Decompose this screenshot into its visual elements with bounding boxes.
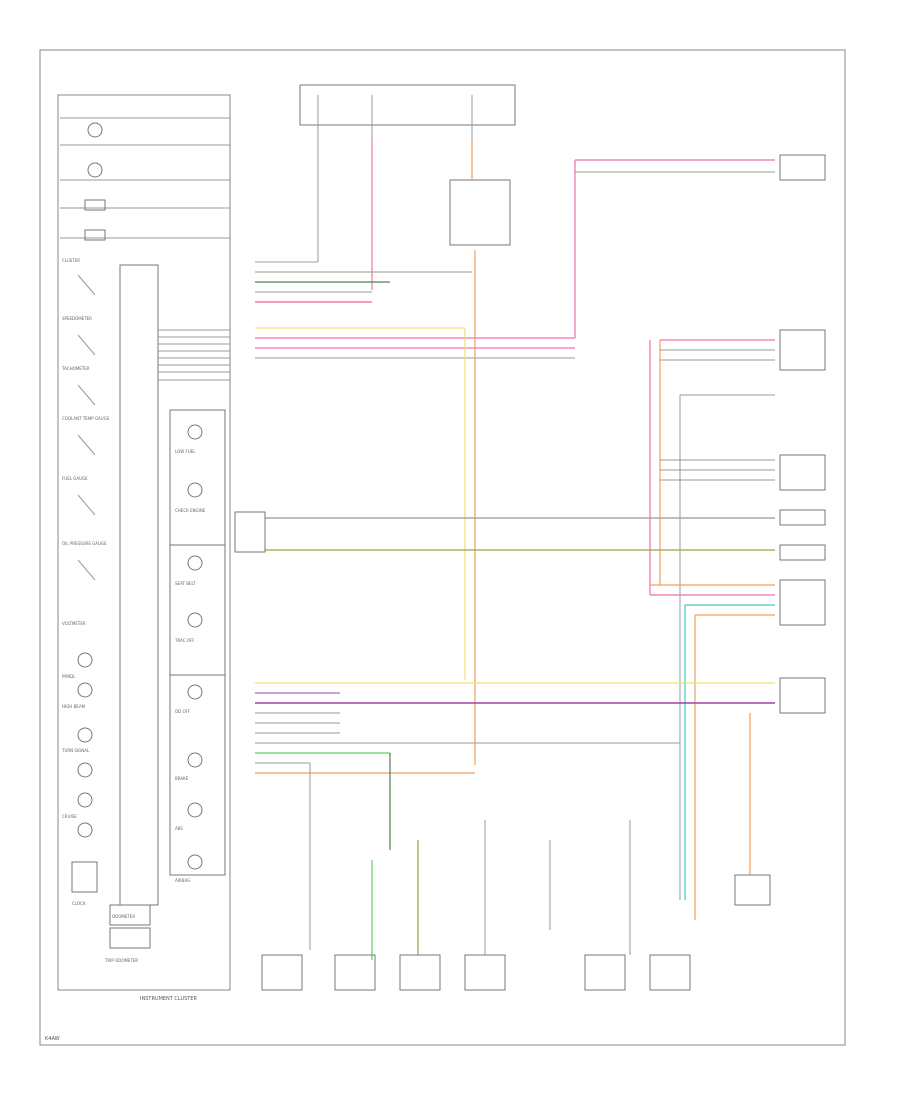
- bottom-components: [261, 874, 771, 991]
- cluster-right-item-5: BRAKE: [175, 776, 189, 781]
- cluster-item-3: COOLANT TEMP GAUGE: [62, 416, 110, 421]
- cluster-right-lamps: LOW FUEL CHECK ENGINE SEAT BELT TRAC OFF…: [169, 409, 226, 883]
- cluster-right-item-1: CHECK ENGINE: [175, 508, 206, 513]
- outer-frame: [39, 49, 846, 1046]
- cluster-right-item-6: ABS: [175, 826, 183, 831]
- cluster-item-7: PRNDL: [62, 674, 76, 679]
- right-connectors: [779, 154, 826, 714]
- cluster-center-module: [119, 264, 159, 906]
- trip-odometer-label: TRIP ODOMETER: [104, 958, 138, 963]
- cluster-item-10: CRUISE: [62, 814, 77, 819]
- sensor-box: [234, 511, 266, 553]
- cluster-item-5: OIL PRESSURE GAUGE: [62, 541, 107, 546]
- cluster-item-9: TURN SIGNAL: [61, 748, 90, 753]
- cluster-frame: [57, 94, 231, 991]
- cluster-item-0: CLUSTER: [62, 258, 80, 263]
- mid-wires: [265, 339, 775, 616]
- cluster-pins: [158, 329, 230, 381]
- top-fuse-block: [299, 84, 516, 140]
- cluster-right-item-3: TRAC OFF: [174, 638, 195, 643]
- cluster-item-6: VOLTMETER: [62, 621, 86, 626]
- odometer-label: ODOMETER: [112, 914, 135, 919]
- cluster-right-item-2: SEAT BELT: [175, 581, 196, 586]
- relay-box: [449, 179, 511, 246]
- cluster-item-2: TACHOMETER: [61, 366, 90, 371]
- trip-odometer-box: [109, 927, 151, 949]
- bottom-drops: [309, 713, 751, 960]
- footer-code: K4AW: [45, 1036, 60, 1042]
- cluster-top-rows: [60, 117, 230, 241]
- right-vertical-wires: [464, 159, 775, 920]
- cluster-item-1: SPEEDOMETER: [62, 316, 92, 321]
- cluster-right-item-4: OD OFF: [175, 709, 191, 714]
- lower-wires: [255, 682, 775, 774]
- odometer-box: [109, 904, 151, 926]
- cluster-left-switches: CLUSTER SPEEDOMETER TACHOMETER COOLANT T…: [61, 258, 110, 626]
- cluster-title: INSTRUMENT CLUSTER: [140, 996, 198, 1002]
- cluster-item-4: FUEL GAUGE: [62, 476, 88, 481]
- cluster-right-item-0: LOW FUEL: [175, 449, 196, 454]
- top-wires: [255, 140, 575, 359]
- cluster-left-lamps: PRNDL HIGH BEAM TURN SIGNAL CRUISE CLOCK: [61, 652, 98, 906]
- cluster-item-8: HIGH BEAM: [62, 704, 86, 709]
- cluster-right-item-7: AIRBAG: [175, 878, 190, 883]
- cluster-item-11: CLOCK: [72, 901, 86, 906]
